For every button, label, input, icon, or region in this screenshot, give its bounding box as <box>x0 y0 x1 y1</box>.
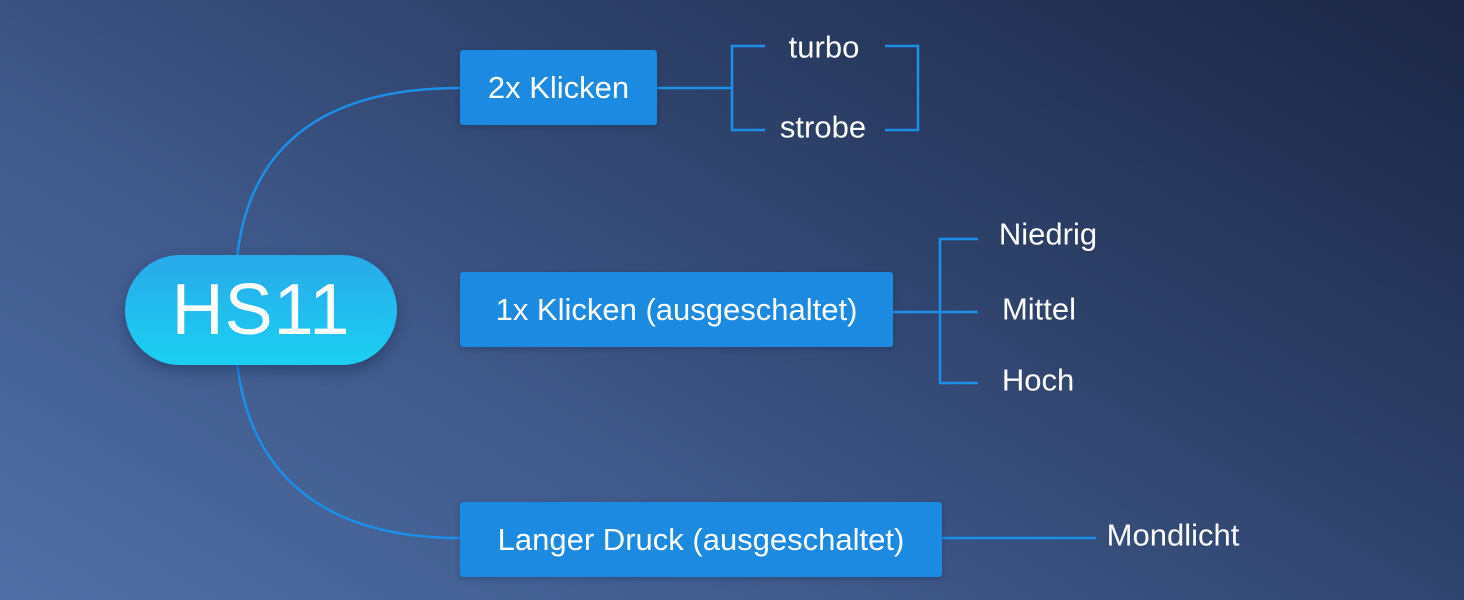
root-label: HS11 <box>171 270 351 350</box>
leaf-mittel: Mittel <box>1001 291 1077 327</box>
leaf-strobe: strobe <box>779 109 867 145</box>
leaf-turbo: turbo <box>788 29 860 65</box>
branch-single-click: 1x Klicken (ausgeschaltet) <box>460 272 893 347</box>
leaf-mondlicht: Mondlicht <box>1106 517 1240 553</box>
bracket-modes-left <box>730 44 765 132</box>
branch-double-click-label: 2x Klicken <box>487 70 630 105</box>
connector-root-to-long-press <box>235 361 461 540</box>
branch-long-press-label: Langer Druck (ausgeschaltet) <box>497 522 905 557</box>
bracket-levels <box>938 237 978 385</box>
branch-single-click-label: 1x Klicken (ausgeschaltet) <box>495 292 858 327</box>
branch-double-click: 2x Klicken <box>460 50 657 125</box>
root-node: HS11 <box>125 255 397 365</box>
leaf-hoch: Hoch <box>1001 362 1075 398</box>
leaf-niedrig: Niedrig <box>998 216 1098 252</box>
connector-root-to-double-click <box>235 86 461 259</box>
bracket-modes-right <box>885 44 920 132</box>
branch-long-press: Langer Druck (ausgeschaltet) <box>460 502 942 577</box>
